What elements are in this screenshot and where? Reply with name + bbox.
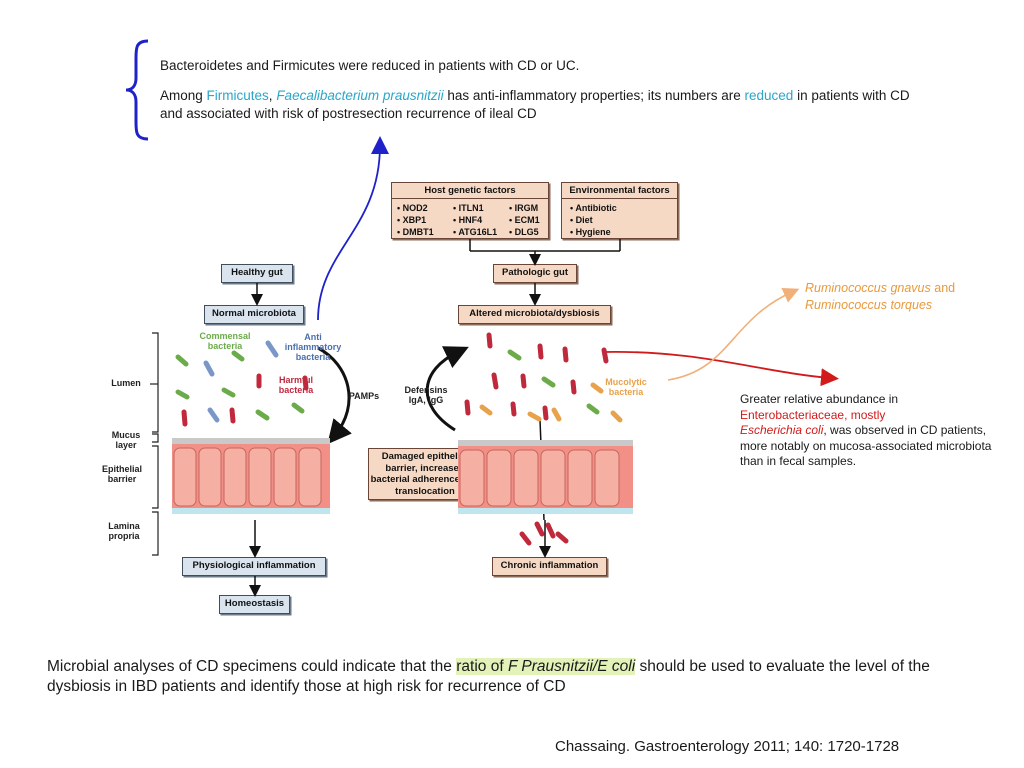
blue-arrow xyxy=(317,136,389,321)
mucus-layer-label: Mucus layer xyxy=(111,430,141,450)
commensal-label: Commensal bacteria xyxy=(199,331,251,351)
firmicutes-term: Firmicutes xyxy=(206,88,269,103)
environmental-factors-box: Environmental factors • Antibiotic • Diet… xyxy=(561,182,678,239)
ecoli-term: Escherichia coli xyxy=(740,423,824,437)
enterobacteriaceae-note: Greater relative abundance in Enterobact… xyxy=(740,392,1000,470)
environmental-list: • Antibiotic • Diet • Hygiene xyxy=(562,199,677,241)
faecalibacterium-term: Faecalibacterium prausnitzii xyxy=(276,88,444,103)
environment-item: • Diet xyxy=(570,215,593,225)
host-gene-item: • ATG16L1 xyxy=(453,227,498,237)
environment-item: • Hygiene xyxy=(570,227,611,237)
host-genetic-factors-box: Host genetic factors • NOD2 • ITLN1 • IRGM… xyxy=(391,182,549,239)
top-annotation: Bacteroidetes and Firmicutes were reduce… xyxy=(160,57,920,123)
host-genetic-title: Host genetic factors xyxy=(392,183,548,199)
ruminococcus-gnavus: Ruminococcus gnavus xyxy=(805,281,931,295)
lamina-propria-label: Lamina propria xyxy=(108,521,140,541)
host-gene-item: • DLG5 xyxy=(509,227,539,237)
lumen-label: Lumen xyxy=(111,378,141,388)
reduced-term: reduced xyxy=(744,88,794,103)
citation: Chassaing. Gastroenterology 2011; 140: 1… xyxy=(555,738,900,755)
anti-inflammatory-label: Anti inflammatory bacteria xyxy=(284,332,342,362)
conclusion-note: Microbial analyses of CD specimens could… xyxy=(47,658,930,695)
orange-arrow xyxy=(667,288,800,381)
ruminococcus-note: Ruminococcus gnavus and Ruminococcus tor… xyxy=(805,281,956,312)
ruminococcus-torques: Ruminococcus torques xyxy=(805,298,933,312)
epithelial-barrier-label: Epithelial barrier xyxy=(101,464,142,484)
host-gene-item: • IRGM xyxy=(509,203,539,213)
host-genes-list: • NOD2 • ITLN1 • IRGM • XBP1 • HNF4 • ECM1 • D… xyxy=(392,199,548,241)
ratio-highlight: ratio of F Prausnitzii/E coli xyxy=(456,658,636,675)
top-note-line1: Bacteroidetes and Firmicutes were reduce… xyxy=(160,58,580,73)
environmental-title: Environmental factors xyxy=(562,183,677,199)
environment-item: • Antibiotic xyxy=(570,203,617,213)
healthy-gut-box: Healthy gut xyxy=(221,264,293,283)
red-arrow xyxy=(603,350,839,387)
enterobacteriaceae-term: Enterobacteriaceae, mostly xyxy=(740,407,886,422)
host-gene-item: • ITLN1 xyxy=(453,203,484,213)
top-note-line2: Among Firmicutes, Faecalibacterium praus… xyxy=(160,88,910,121)
host-gene-item: • HNF4 xyxy=(453,215,483,225)
harmful-label: Harmful bacteria xyxy=(278,375,314,395)
curly-brace-icon xyxy=(125,39,149,141)
host-gene-item: • XBP1 xyxy=(397,215,427,225)
host-gene-item: • NOD2 xyxy=(397,203,428,213)
host-gene-item: • ECM1 xyxy=(509,215,540,225)
pamps-label: PAMPs xyxy=(348,391,380,401)
defensins-label: Defensins IgA, IgG xyxy=(404,385,448,405)
mucolytic-label: Mucolytic bacteria xyxy=(605,377,647,397)
host-gene-item: • DMBT1 xyxy=(397,227,434,237)
